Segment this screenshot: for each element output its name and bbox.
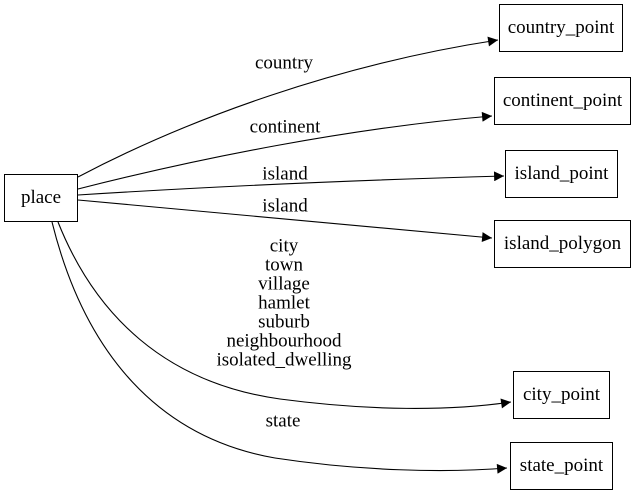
edge-place-island-point — [77, 171, 505, 196]
node-country-point: country_point — [499, 4, 623, 52]
node-island-polygon: island_polygon — [494, 220, 631, 268]
edge-place-continent-point — [77, 111, 493, 190]
edge-place-state-point — [51, 221, 508, 474]
node-state-point: state_point — [510, 442, 613, 490]
node-city-point: city_point — [513, 371, 610, 419]
edge-place-city-point — [57, 221, 512, 409]
edge-label-continent: continent — [249, 116, 321, 138]
edge-place-island-polygon — [77, 199, 493, 243]
node-island-point: island_point — [505, 150, 618, 198]
edge-label-state: state — [265, 410, 301, 432]
edge-label-city-types: city town village hamlet suburb neighbou… — [216, 235, 352, 371]
node-place: place — [4, 174, 78, 222]
edge-place-country-point — [77, 36, 499, 178]
edge-label-country: country — [254, 52, 314, 74]
node-continent-point: continent_point — [494, 77, 631, 125]
edge-label-island-point: island — [262, 163, 308, 185]
edge-label-island-polygon: island — [262, 195, 308, 217]
